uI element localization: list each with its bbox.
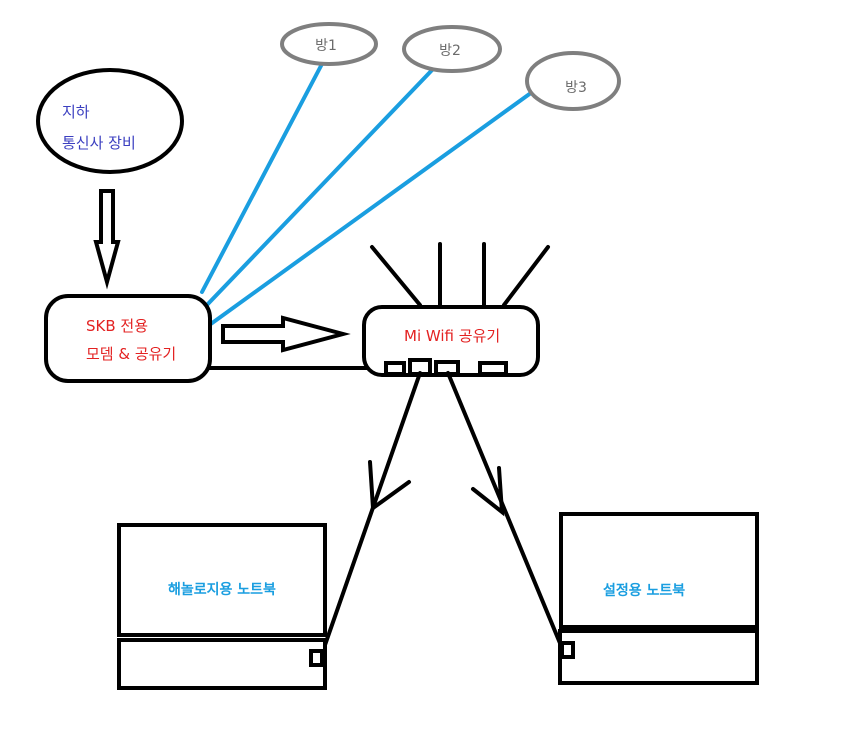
down-arrow-icon xyxy=(93,189,121,290)
room-2-label: 방2 xyxy=(439,43,461,59)
laptop-2-port xyxy=(560,641,575,659)
laptop-2-label: 설정용 노트북 xyxy=(603,582,685,599)
laptop-2-base xyxy=(558,629,759,685)
laptop-1-base xyxy=(117,638,327,690)
room-2: 방2 xyxy=(402,25,502,73)
laptop-xpenology: 해놀로지용 노트북 xyxy=(117,523,327,690)
room-1-label: 방1 xyxy=(315,38,337,54)
mi-router-antennas xyxy=(370,242,550,307)
right-arrow-icon xyxy=(221,315,351,353)
wireless-link-room1 xyxy=(200,60,325,294)
skb-router-line1: SKB 전용 xyxy=(86,317,148,335)
underground-equipment-line2: 통신사 장비 xyxy=(62,134,136,152)
underground-equipment-line1: 지하 xyxy=(62,103,90,121)
skb-router: SKB 전용 모뎀 & 공유기 xyxy=(44,294,212,383)
mi-wifi-router: Mi Wifi 공유기 xyxy=(362,305,540,377)
wireless-link-room2 xyxy=(203,66,436,309)
cable-mi-to-laptop-2 xyxy=(446,371,564,650)
room-3: 방3 xyxy=(525,51,621,111)
room-1: 방1 xyxy=(280,22,378,66)
laptop-1-port xyxy=(309,649,324,667)
mi-router-ports xyxy=(384,358,508,376)
underground-carrier-equipment: 지하 통신사 장비 xyxy=(36,68,184,174)
arrowhead-laptop-1-icon xyxy=(368,460,411,512)
mi-router-label: Mi Wifi 공유기 xyxy=(404,327,500,345)
laptop-setup: 설정용 노트북 xyxy=(558,512,759,685)
skb-router-line2: 모뎀 & 공유기 xyxy=(86,345,176,363)
laptop-1-screen xyxy=(117,523,327,637)
room-3-label: 방3 xyxy=(565,80,587,96)
laptop-2-screen xyxy=(559,512,759,629)
laptop-1-label: 해놀로지용 노트북 xyxy=(168,582,276,598)
wireless-link-room3 xyxy=(206,88,537,328)
arrowhead-laptop-2-icon xyxy=(471,466,505,517)
